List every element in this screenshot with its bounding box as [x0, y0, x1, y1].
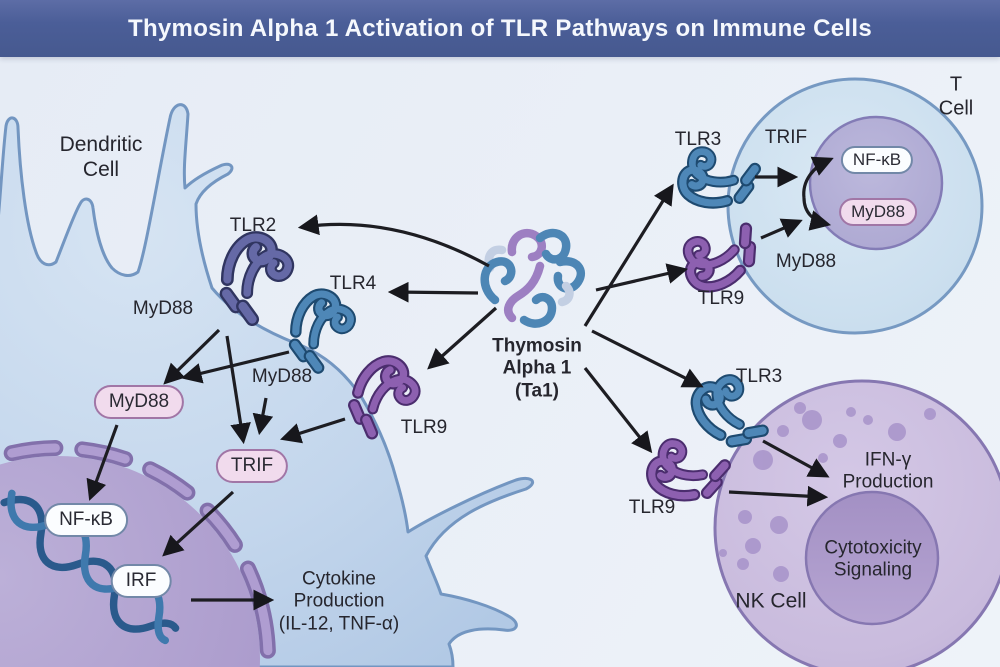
- arrow-ta1-to-tlr9-nkcell: [583, 367, 653, 454]
- myd88-upper-label: MyD88: [132, 297, 194, 319]
- tlr9-dendritic-label: TLR9: [400, 416, 448, 438]
- arrow-tlr3-to-ifn: [762, 439, 830, 478]
- arrow-curved-to-nfkb-tcell: [802, 156, 834, 199]
- title-bar: Thymosin Alpha 1 Activation of TLR Pathw…: [0, 0, 1000, 57]
- tlr4-label: TLR4: [329, 272, 377, 294]
- arrow-ta1-to-tlr3-tcell: [583, 183, 674, 327]
- myd88-tcell-label: MyD88: [775, 250, 837, 272]
- arrow-myd88-to-nfkb: [86, 424, 119, 501]
- arrow-ta1-to-tlr9-tcell: [595, 263, 689, 292]
- arrow-trif-to-irf: [162, 490, 235, 557]
- arrow-tlr2-to-myd88: [163, 328, 221, 385]
- signal-arrows: [86, 156, 834, 611]
- tlr3-tcell-label: TLR3: [674, 128, 722, 150]
- tlr2-label: TLR2: [229, 214, 277, 236]
- nk-cell-label: NK Cell: [735, 589, 807, 613]
- arrow-ta1-to-tlr3-nkcell: [591, 329, 704, 388]
- tlr9-nkcell-label: TLR9: [628, 496, 676, 518]
- arrow-tlr9-to-tnucleus: [760, 218, 803, 240]
- dendritic-cell-label: Dendritic Cell: [59, 133, 143, 181]
- arrow-tlr9-to-trif: [280, 417, 346, 444]
- arrow-curved-to-myd88-tcell: [802, 197, 832, 231]
- t-cell-label: T Cell: [938, 73, 974, 119]
- nk-nucleus: [804, 490, 940, 626]
- dna-helix-icon: [0, 489, 180, 645]
- arrow-ta1-to-tlr2: [297, 214, 490, 268]
- cytotoxicity-signaling-label: Cytotoxicity Signaling: [824, 537, 922, 581]
- myd88-pill-tcell: MyD88: [839, 198, 917, 226]
- arrow-ta1-to-tlr9-dendritic: [427, 306, 498, 370]
- arrow-tlr9-to-ifn: [728, 485, 829, 507]
- irf-pill-dendritic: IRF: [110, 564, 172, 598]
- nfkb-pill-dendritic: NF-κB: [44, 503, 128, 537]
- myd88-inner-label: MyD88: [251, 365, 313, 387]
- arrow-ta1-to-tlr4: [387, 281, 479, 303]
- trif-pill-dendritic: TRIF: [215, 449, 289, 483]
- ifn-production-label: IFN-γ Production: [842, 449, 934, 493]
- trif-tcell-label: TRIF: [764, 126, 808, 148]
- thymosin-alpha1-label: Thymosin Alpha 1 (Ta1): [492, 335, 582, 402]
- tlr3-nkcell-label: TLR3: [735, 365, 783, 387]
- arrow-tlr4-to-myd88: [180, 350, 290, 384]
- tlr9-tcell-label: TLR9: [697, 287, 745, 309]
- nk-cell-shape: [713, 379, 1000, 667]
- myd88-pill-dendritic: MyD88: [93, 385, 185, 419]
- arrow-tlr2-to-trif: [225, 335, 251, 445]
- nfkb-pill-tcell: NF-κB: [840, 146, 914, 174]
- thymosin-alpha1-peptide-icon: [480, 228, 586, 328]
- arrow-myd88-to-trif: [252, 397, 274, 436]
- page-title: Thymosin Alpha 1 Activation of TLR Pathw…: [127, 14, 873, 42]
- cytokine-production-label: Cytokine Production (IL-12, TNF-α): [278, 568, 400, 635]
